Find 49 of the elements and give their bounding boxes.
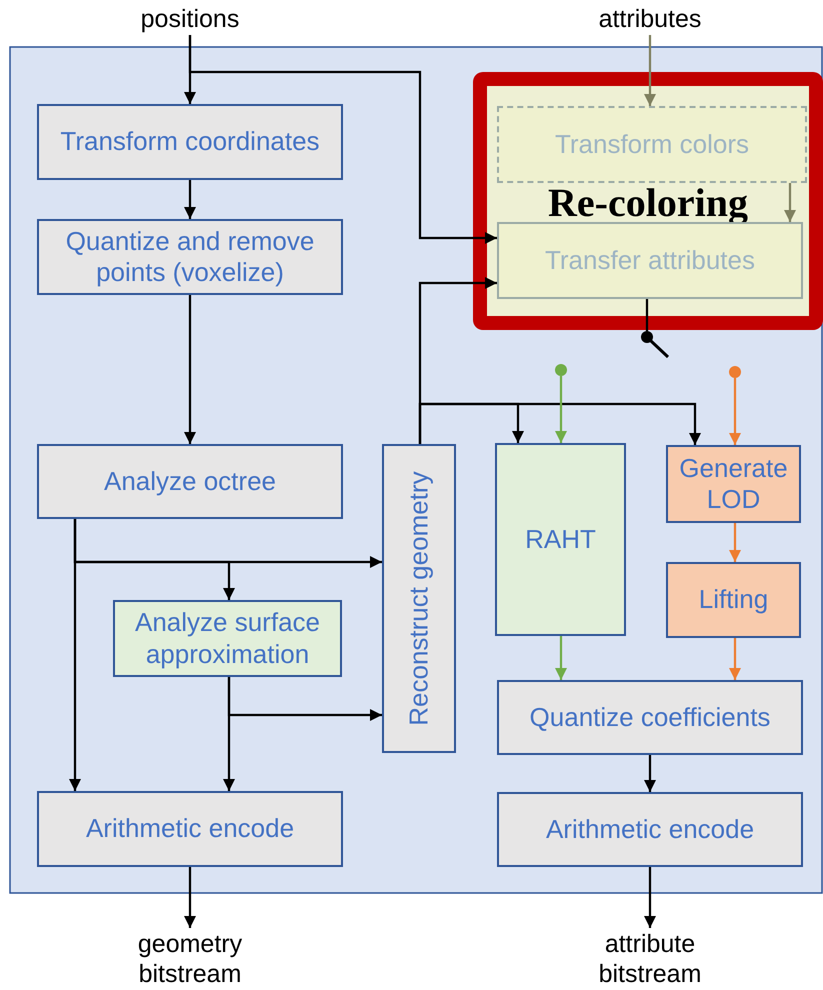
process-box: [497, 680, 803, 755]
process-box: [666, 445, 801, 523]
box-label: Quantize coefficients: [528, 702, 772, 734]
process-box: [37, 444, 343, 519]
box-label: Analyze surface approximation: [134, 607, 321, 670]
process-box: [37, 104, 343, 180]
group-heading: Re-coloring: [547, 183, 749, 223]
arrow: [188, 35, 497, 244]
arrow: [729, 638, 741, 680]
box-label: Lifting: [698, 584, 770, 616]
io-label: geometry bitstream: [136, 929, 244, 989]
io-label: attribute bitstream: [598, 929, 702, 989]
process-box: [495, 443, 626, 636]
process-box: [497, 792, 803, 867]
arrow: [418, 402, 701, 445]
io-label: positions: [140, 4, 240, 34]
box-label: Arithmetic encode: [84, 813, 296, 845]
arrow: [644, 35, 656, 106]
box-label: Transform coordinates: [59, 126, 321, 158]
process-box: [113, 600, 342, 677]
process-box: [666, 562, 801, 638]
box-label: Transform colors: [554, 128, 750, 160]
arrow: [184, 867, 196, 928]
arrow: [223, 677, 235, 791]
recoloring-group-box: [473, 72, 823, 330]
arrow: [184, 295, 196, 444]
arrow: [69, 519, 81, 791]
process-box: [37, 791, 343, 867]
process-box: [382, 444, 456, 753]
arrow: [644, 755, 656, 792]
arrow: [644, 867, 656, 928]
connector-line: [646, 299, 648, 331]
arrow: [555, 636, 567, 680]
arrow: [729, 378, 741, 445]
arrow: [784, 183, 796, 222]
box-label: RAHT: [524, 524, 597, 556]
box-label: Reconstruct geometry: [403, 471, 434, 726]
box-label: Arithmetic encode: [544, 814, 756, 846]
arrow: [184, 180, 196, 219]
box-label: Quantize and remove points (voxelize): [64, 226, 316, 288]
box-label: Generate LOD: [678, 452, 789, 516]
io-label: attributes: [598, 4, 702, 34]
box-label: Analyze octree: [103, 466, 277, 498]
box-label: Transfer attributes: [544, 244, 755, 276]
arrow: [729, 523, 741, 562]
process-box: [497, 222, 803, 299]
optional-process-box: [497, 106, 807, 183]
process-box: [37, 219, 343, 295]
arrow: [555, 376, 567, 443]
